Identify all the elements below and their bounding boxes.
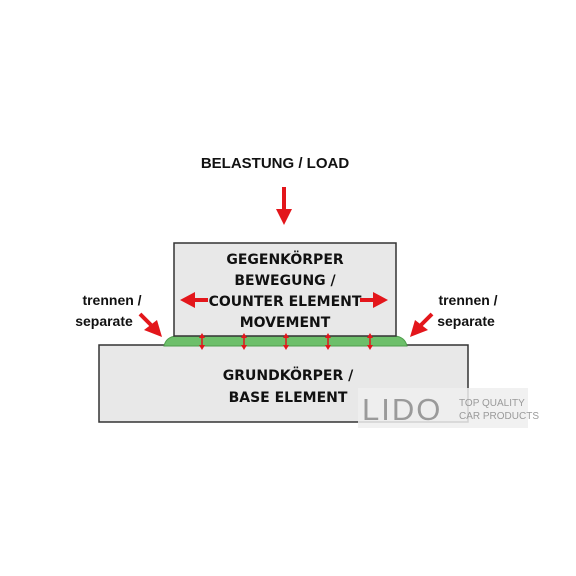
watermark-box <box>358 388 528 428</box>
movement-arrow-left <box>180 292 208 308</box>
separate-right-line1: trennen / <box>438 292 497 308</box>
lido-watermark: LIDO TOP QUALITY CAR PRODUCTS <box>358 388 539 428</box>
film-arrow-3 <box>283 333 289 350</box>
load-label: BELASTUNG / LOAD <box>201 155 349 172</box>
base-element-label: GRUNDKÖRPER / BASE ELEMENT <box>223 366 354 406</box>
base-element-line1: GRUNDKÖRPER / <box>223 366 354 384</box>
separate-left-line1: trennen / <box>82 292 141 308</box>
film-arrow-2 <box>241 333 247 350</box>
watermark-tagline2: CAR PRODUCTS <box>459 411 539 422</box>
separate-label-left: trennen / separate <box>75 292 141 329</box>
film-arrow-4 <box>325 333 331 350</box>
separate-right-line2: separate <box>437 313 495 329</box>
film-pressure-arrows <box>199 333 373 350</box>
watermark-brand: LIDO <box>362 392 442 427</box>
load-arrow <box>276 187 292 225</box>
counter-element-line4: MOVEMENT <box>240 315 331 331</box>
counter-element-block <box>173 242 397 337</box>
watermark-tagline1: TOP QUALITY <box>459 398 525 409</box>
counter-element-line3: COUNTER ELEMENT <box>209 294 362 310</box>
separate-left-line2: separate <box>75 313 133 329</box>
film-arrow-5 <box>367 333 373 350</box>
counter-element-line2: BEWEGUNG / <box>234 273 336 289</box>
base-element-line2: BASE ELEMENT <box>229 390 348 406</box>
counter-element-line1: GEGENKÖRPER <box>226 250 344 268</box>
separate-arrow-right <box>410 312 434 337</box>
separate-label-right: trennen / separate <box>437 292 497 329</box>
separate-arrow-left <box>138 312 162 337</box>
counter-element-label: GEGENKÖRPER BEWEGUNG / COUNTER ELEMENT M… <box>209 250 362 331</box>
film-arrow-1 <box>199 333 205 350</box>
movement-arrow-right <box>360 292 388 308</box>
